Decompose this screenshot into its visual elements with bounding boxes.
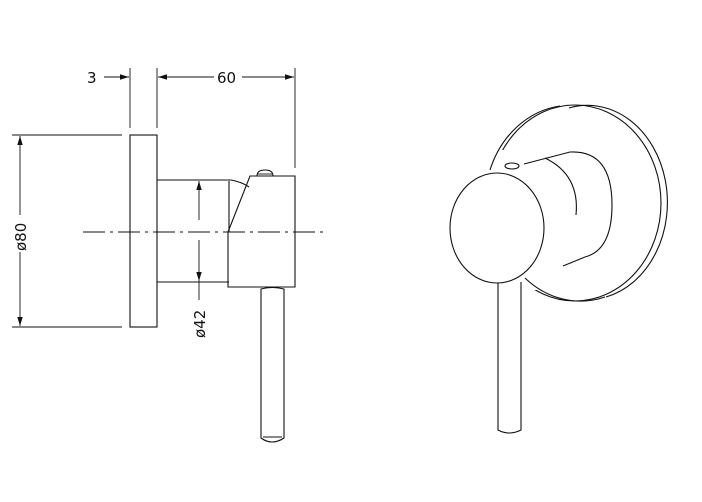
mask xyxy=(488,150,558,290)
handle-button xyxy=(504,162,520,170)
dimension-label-60: 60 xyxy=(217,69,236,87)
dimension-label-3: 3 xyxy=(87,69,97,87)
wall-plate-edge xyxy=(524,277,606,302)
dimension-label-d42: ø42 xyxy=(191,310,209,338)
side-view: 3 60 ø80 ø42 xyxy=(12,68,328,443)
isometric-view xyxy=(449,104,668,434)
handle-body xyxy=(227,175,296,288)
body-edge xyxy=(544,157,577,216)
body-cylinder xyxy=(157,179,250,283)
lever xyxy=(260,286,285,443)
dimension-plate-diameter: ø80 xyxy=(12,134,122,328)
dimension-label-d80: ø80 xyxy=(12,223,30,251)
body-cylinder xyxy=(523,151,613,267)
handle-knob-face xyxy=(449,172,545,284)
wall-plate-edge xyxy=(489,105,561,171)
handle-button xyxy=(256,169,274,177)
dimension-body-diameter: ø42 xyxy=(191,181,209,338)
dimension-plate-thickness: 3 xyxy=(87,68,158,128)
dimension-body-depth: 60 xyxy=(158,68,296,168)
wall-plate xyxy=(129,134,158,328)
wall-plate-rim xyxy=(568,104,668,298)
lever xyxy=(497,282,522,434)
